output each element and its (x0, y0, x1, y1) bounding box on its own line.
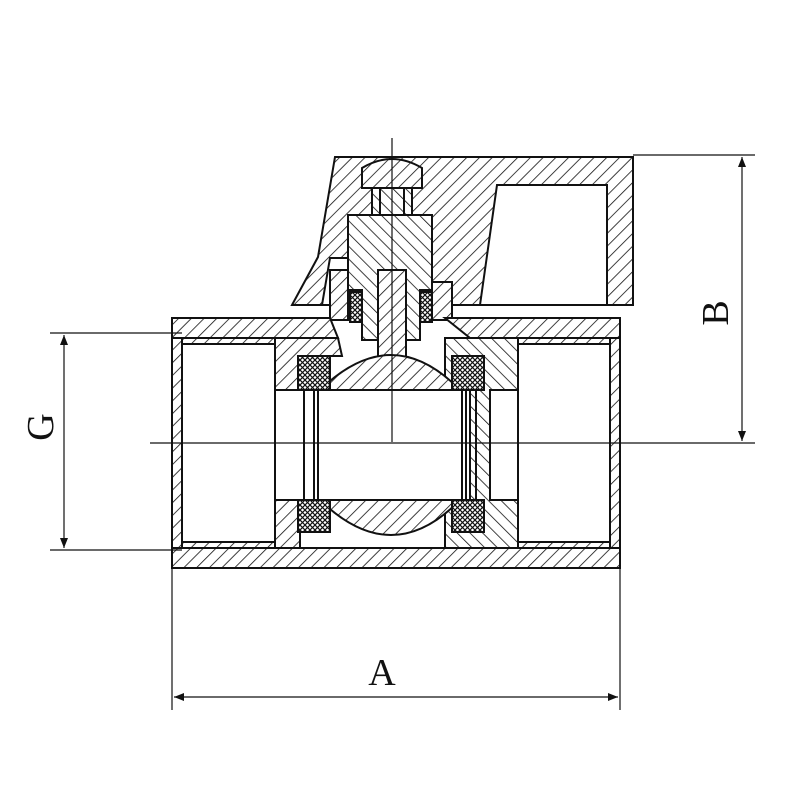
dimension-a: A (171, 568, 621, 710)
valve-ball (317, 354, 463, 536)
dimension-a-label: A (368, 652, 396, 694)
bonnet-neck (329, 269, 453, 321)
dimension-b: B (633, 154, 755, 441)
stem-seals (349, 291, 433, 323)
dimension-g: G (20, 332, 182, 551)
dimension-g-label: G (20, 413, 62, 440)
dimension-b-label: B (695, 300, 737, 325)
seat-rings (297, 355, 485, 533)
center-lines (150, 138, 755, 444)
